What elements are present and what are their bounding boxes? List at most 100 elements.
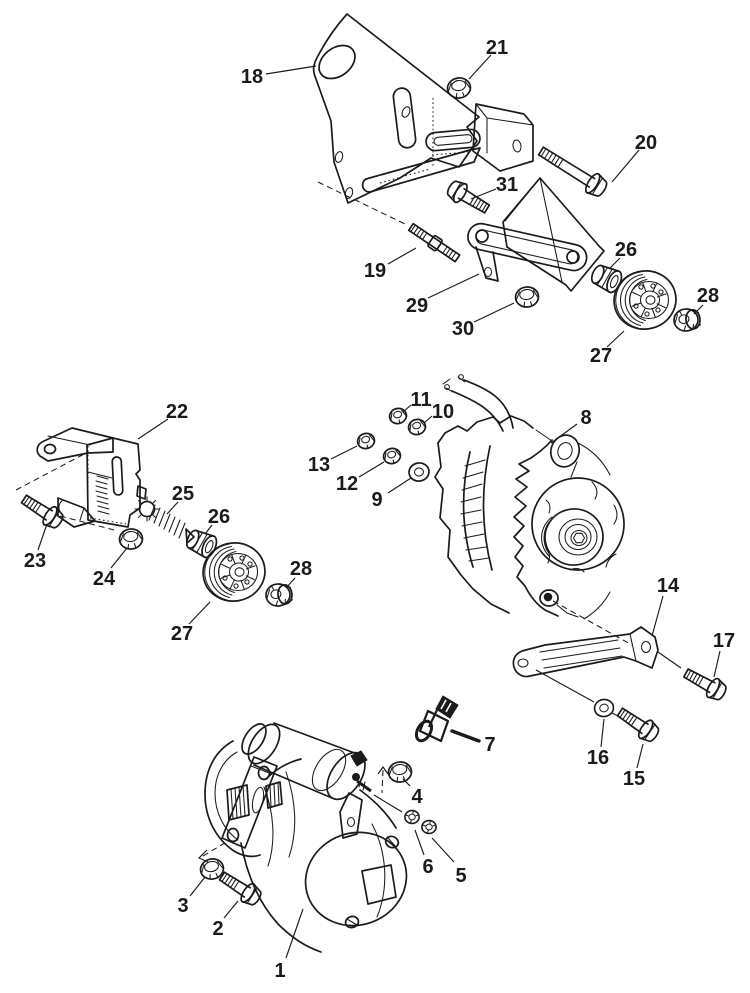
assembly-axis-dashed-left	[15, 451, 119, 532]
leader-12	[358, 461, 385, 478]
leader-28-left	[285, 577, 296, 589]
alternator-wires	[442, 374, 514, 432]
callout-18: 18	[241, 66, 263, 88]
alternator-stator-band	[462, 445, 493, 571]
callout-31: 31	[496, 174, 518, 196]
leader-10	[423, 415, 433, 424]
callout-5: 5	[455, 865, 466, 887]
starter-motor-body	[240, 758, 408, 953]
bracket-14	[512, 626, 659, 678]
callout-1: 1	[274, 960, 285, 982]
leader-5	[431, 837, 455, 863]
leader-6	[414, 829, 425, 856]
callout-2: 2	[212, 918, 223, 940]
assembly-axis-dashed-nut3	[202, 840, 229, 857]
callout-28-left: 28	[290, 558, 312, 580]
callout-21: 21	[486, 37, 508, 59]
starter-solenoid	[241, 722, 372, 839]
leader-4	[402, 778, 411, 787]
leader-26-top	[608, 257, 621, 270]
callout-8: 8	[580, 407, 591, 429]
terminal-axis-line	[373, 794, 403, 813]
assembly-axis-dashed-nut4	[381, 769, 384, 794]
callout-28-top: 28	[697, 285, 719, 307]
leader-3	[189, 876, 206, 897]
callout-16: 16	[587, 747, 609, 769]
leader-23	[37, 523, 48, 551]
callout-24: 24	[93, 568, 116, 590]
leader-16	[600, 718, 605, 748]
alternator-pulley	[541, 508, 604, 566]
leader-11	[402, 404, 412, 413]
callout-9: 9	[371, 489, 382, 511]
assembly-axis-dashed-top	[317, 181, 406, 225]
alternator-rear-left-edge	[434, 442, 510, 614]
callout-22: 22	[166, 401, 188, 423]
alternator-top-lug	[549, 434, 581, 468]
leader-1	[285, 908, 304, 959]
leader-27-top	[606, 330, 625, 348]
leader-22	[137, 418, 169, 440]
brace-plate	[502, 177, 605, 292]
callout-26-top: 26	[615, 239, 637, 261]
bracket-18-strap-lower	[361, 147, 481, 193]
callout-27-left: 27	[171, 623, 193, 645]
plug-7	[414, 695, 459, 743]
assembly-axis-dashed-bracket14	[552, 600, 633, 646]
leader-7	[450, 729, 481, 743]
callout-20: 20	[635, 132, 657, 154]
callout-30: 30	[452, 318, 474, 340]
alternator-fan-shroud	[531, 477, 625, 571]
leader-19	[387, 247, 417, 265]
solenoid-bracket-strap	[339, 792, 363, 839]
callout-13: 13	[308, 454, 330, 476]
callout-14: 14	[657, 575, 680, 597]
callout-27-top: 27	[590, 345, 612, 367]
link-arm-29	[467, 222, 588, 282]
leader-31	[470, 188, 497, 200]
leader-8	[550, 423, 578, 444]
leader-28-top	[693, 304, 704, 315]
arrowhead-nut4	[377, 766, 389, 775]
callout-12: 12	[336, 473, 358, 495]
callout-labels: 18 21 20 31 19 29 30 26 27 28 22 23 24 2…	[24, 37, 735, 982]
callout-26-left: 26	[208, 506, 230, 528]
bracket-18-clamp	[472, 103, 534, 172]
starter-motor-1	[204, 722, 408, 953]
leader-26-left	[204, 524, 213, 535]
leader-20	[611, 149, 640, 183]
callout-6: 6	[422, 856, 433, 878]
starter-end-cap	[304, 831, 408, 927]
alternator-bottom-lug	[539, 589, 559, 607]
leader-13	[330, 445, 358, 460]
leader-30	[473, 302, 515, 323]
callout-7: 7	[484, 734, 495, 756]
alternator-fan-blades	[545, 481, 618, 573]
leader-29	[427, 273, 480, 299]
callout-19: 19	[364, 260, 386, 282]
alternator-front-fins	[513, 439, 559, 617]
solenoid-terminal-block	[350, 750, 368, 767]
callout-25: 25	[172, 483, 194, 505]
leader-24	[110, 547, 128, 569]
end-cap-boss	[361, 864, 397, 905]
leader-14	[651, 595, 664, 637]
bracket-18-slot	[392, 87, 417, 149]
leader-25	[166, 501, 179, 515]
callout-3: 3	[177, 895, 188, 917]
leader-2	[223, 900, 239, 919]
starter-bell-housing	[204, 740, 261, 858]
callout-15: 15	[623, 768, 645, 790]
callout-10: 10	[432, 401, 454, 423]
leader-21	[468, 54, 492, 80]
callout-29: 29	[406, 295, 428, 317]
callout-17: 17	[713, 630, 735, 652]
starter-mount-flange	[221, 756, 278, 849]
leader-9	[387, 477, 412, 494]
callout-11: 11	[410, 389, 431, 411]
arrowhead-nut3	[198, 849, 209, 863]
callout-4: 4	[411, 786, 423, 808]
